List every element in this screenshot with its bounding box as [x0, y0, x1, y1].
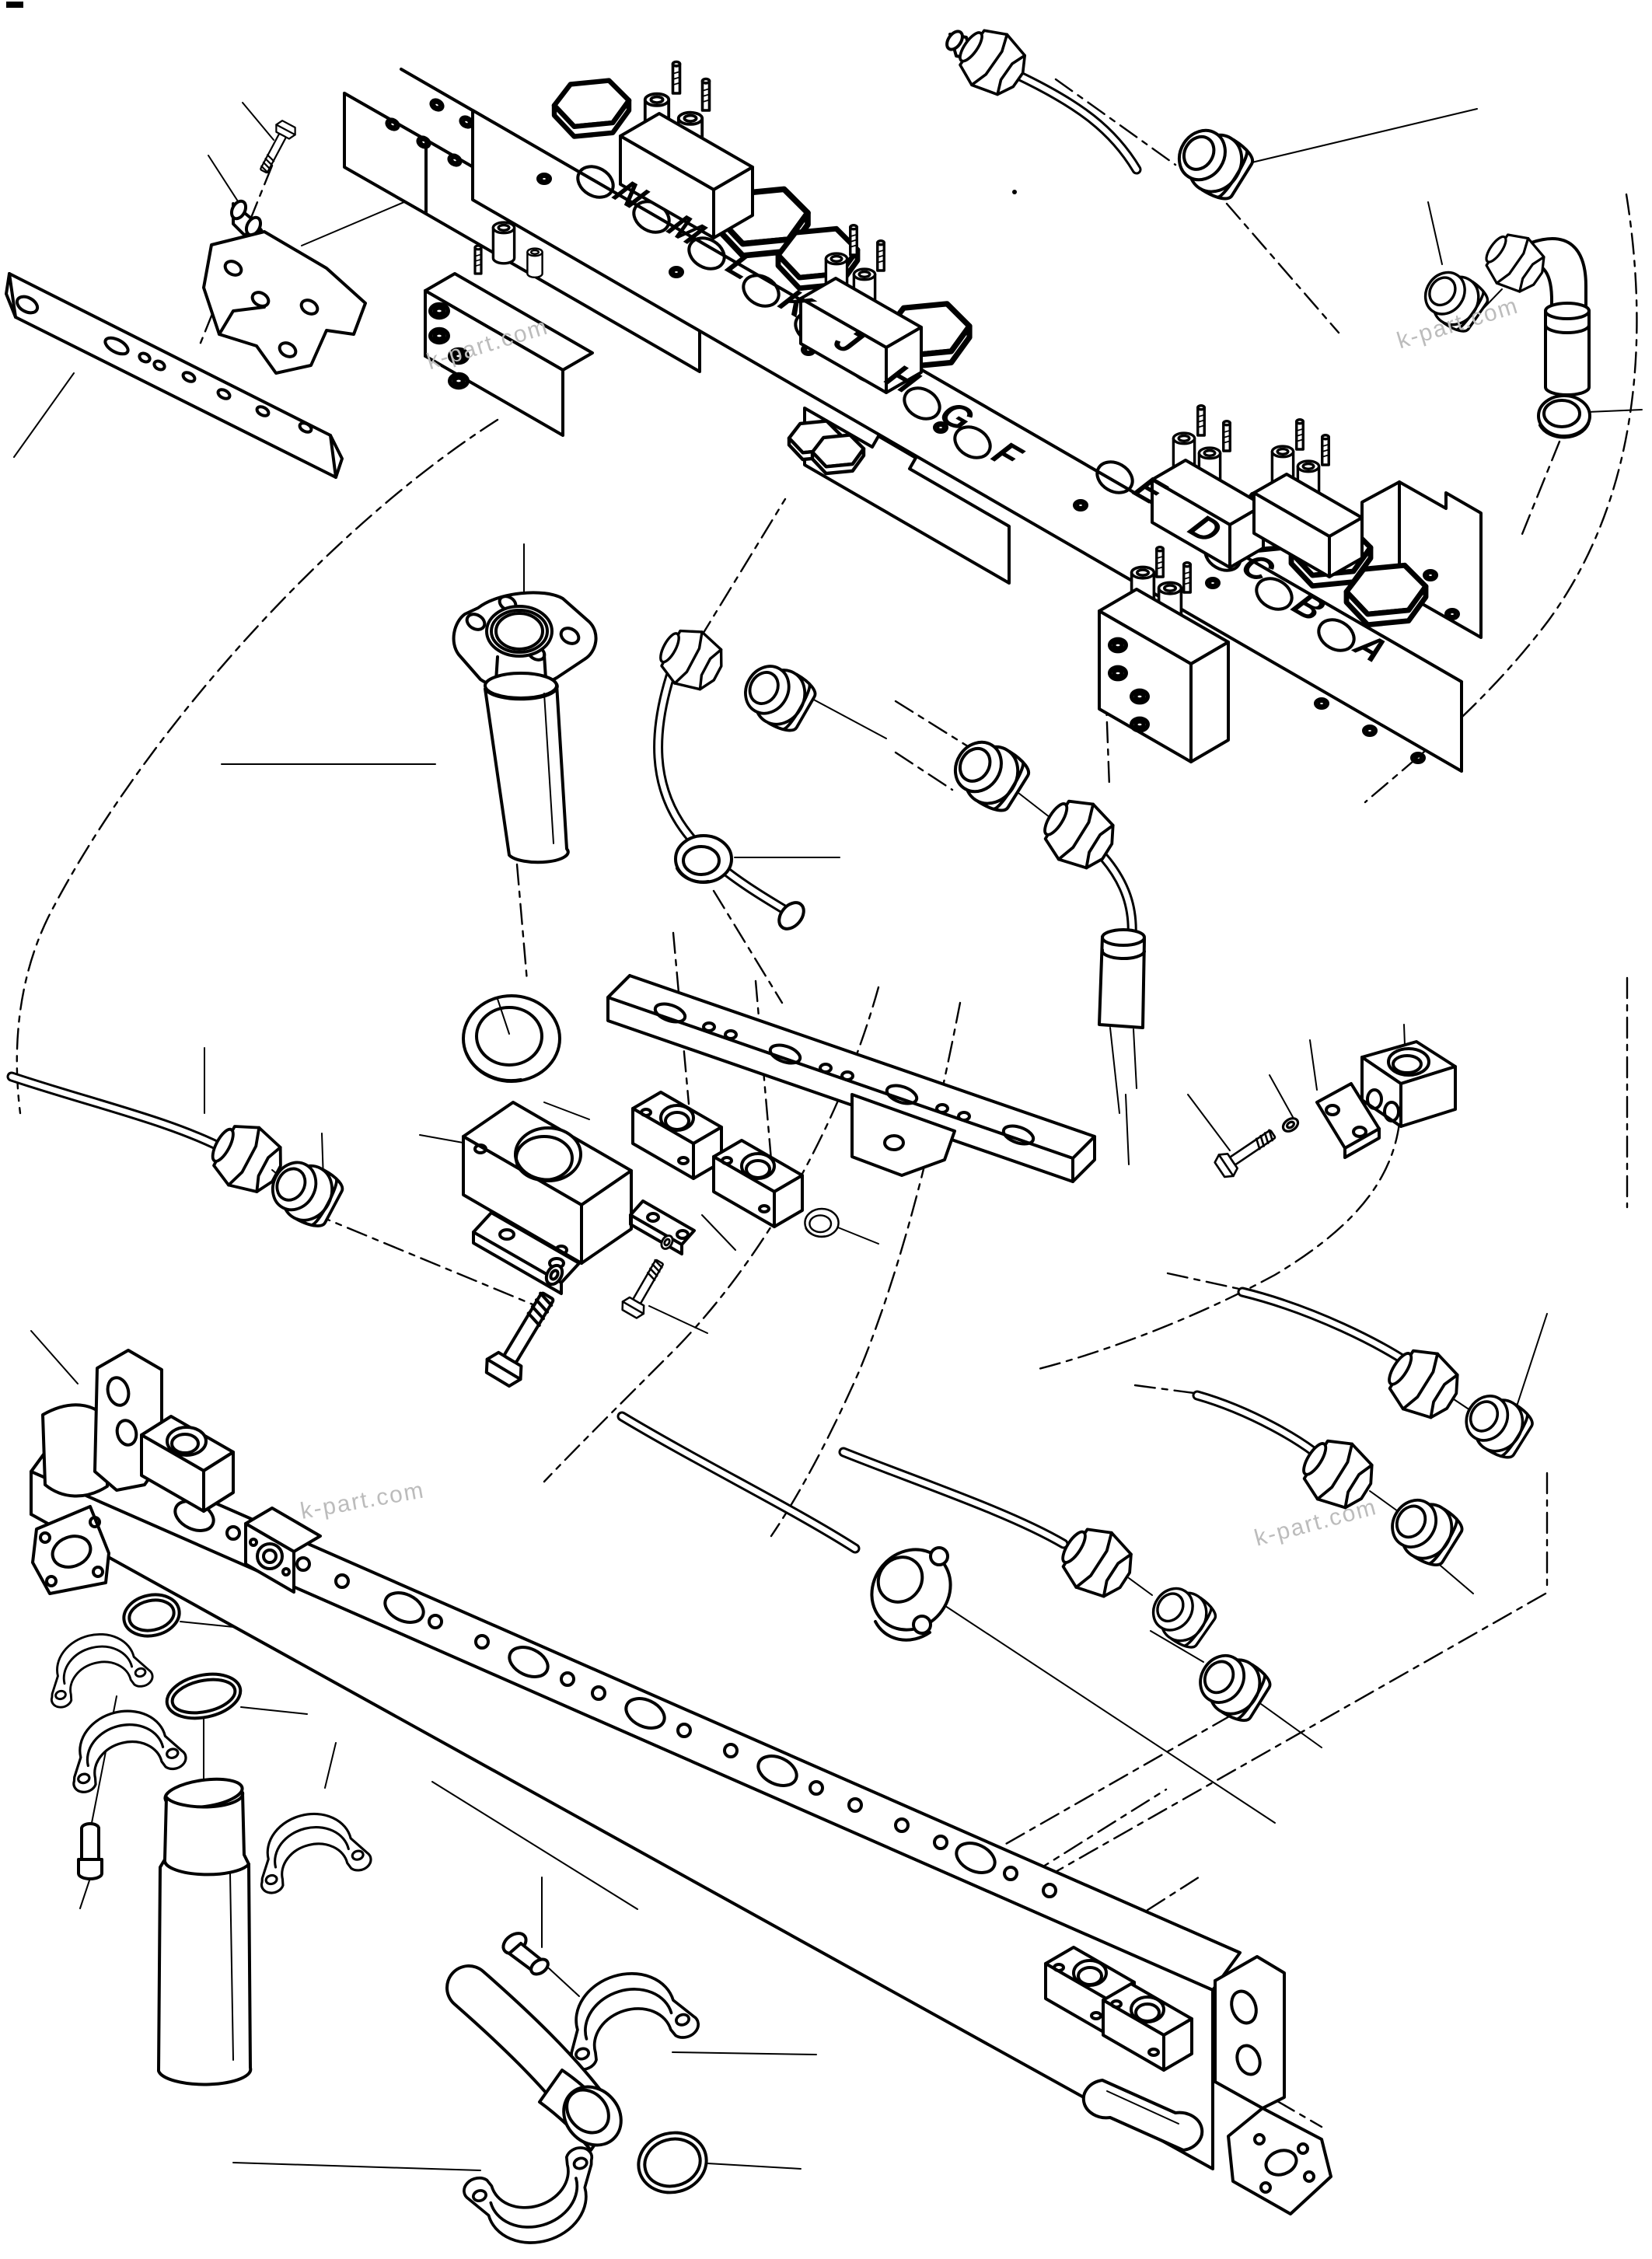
straight-fitting-topright	[1166, 117, 1259, 207]
valve-stack-4	[1252, 418, 1364, 578]
bar-tab	[850, 1093, 956, 1177]
watermark-text: k-part.com	[1252, 1494, 1380, 1552]
tube-sleeve-end	[538, 2069, 623, 2152]
mounting-bolt-topleft	[229, 118, 299, 237]
hose-sleeve-right	[1544, 302, 1591, 396]
collar-tube-bottom	[157, 1777, 253, 2086]
elbow-assembly-right	[1414, 222, 1591, 439]
flange-plate-left	[31, 1505, 110, 1595]
washer-right	[1279, 1114, 1302, 1136]
flanged-tube	[452, 591, 598, 864]
clamp-half-5	[459, 2142, 613, 2259]
nipple-fitting-mid	[733, 653, 822, 738]
hose-sleeve-down	[1098, 928, 1146, 1165]
hose-left-bottom	[6, 1071, 348, 1234]
clamp-block-small-1	[631, 1091, 723, 1180]
bracket-topleft	[202, 230, 367, 375]
swivel-nut-b2	[1049, 1514, 1144, 1609]
oring-2	[165, 1672, 243, 1720]
oring-1	[122, 1593, 181, 1638]
socket-screw-bottom	[501, 1932, 550, 1976]
fitting-pair-mid	[942, 728, 1146, 1165]
end-bracket-right	[1214, 1955, 1332, 2215]
weldment-bar	[30, 1349, 1332, 2215]
bolt-right	[1211, 1122, 1281, 1182]
hoses-right	[1188, 1287, 1538, 1728]
hose-bottom-flange	[616, 1411, 952, 1642]
clamp-block-large	[462, 1101, 633, 1265]
hose-sleeve-mid	[777, 901, 805, 930]
nipple-fitting-2	[942, 728, 1036, 819]
clamp-block-small-2	[712, 1139, 804, 1228]
clamp-plate-small	[629, 1199, 696, 1255]
flange-block-mid	[244, 1507, 322, 1594]
oring-3	[637, 2131, 708, 2194]
grommet-ring-large	[462, 994, 561, 1083]
clamp-bolt-large	[479, 1284, 567, 1391]
tapped-block-right	[1360, 1040, 1457, 1128]
valve-stack-3	[1151, 404, 1265, 569]
sub-block-d	[1098, 546, 1230, 763]
bore-block-left	[140, 1415, 235, 1513]
socket-plug-small	[77, 1822, 103, 1880]
hose-topright	[945, 16, 1259, 207]
hose-bottom-2	[838, 1447, 1221, 1654]
support-bar-mid	[606, 974, 1096, 1183]
flat-bar-topleft	[5, 272, 344, 479]
stray-dot	[1012, 190, 1017, 194]
valve-stack-1	[619, 60, 754, 239]
grommet-small	[804, 1207, 840, 1238]
sub-block-left	[424, 221, 594, 437]
spacer-nut	[229, 199, 263, 237]
clamp-half-2	[57, 1696, 190, 1796]
sub-block-center	[789, 407, 1011, 585]
corner-mark	[6, 2, 23, 8]
cap-plug-right	[1537, 394, 1591, 439]
tube-bottom-center	[445, 1964, 623, 2152]
valve-manifold	[343, 60, 1483, 773]
plug-r2	[1380, 1487, 1469, 1573]
flange-head	[870, 1546, 952, 1642]
plug-r1	[1455, 1384, 1538, 1465]
hose-mid-elbow	[649, 617, 822, 930]
plug-r3	[1188, 1643, 1277, 1728]
watermark-text: k-part.com	[299, 1477, 427, 1524]
block-assembly-right	[1211, 1040, 1457, 1182]
clamp-bolt-small	[618, 1255, 672, 1322]
valve-stack-2	[799, 224, 923, 394]
left-bracket-upright	[41, 1349, 163, 1498]
clamp-half-3	[245, 1800, 375, 1898]
elbow-nut-right	[1474, 222, 1556, 302]
plug-b2	[1142, 1576, 1221, 1654]
grommet-mid	[674, 834, 733, 884]
plate-right	[1315, 1082, 1381, 1159]
